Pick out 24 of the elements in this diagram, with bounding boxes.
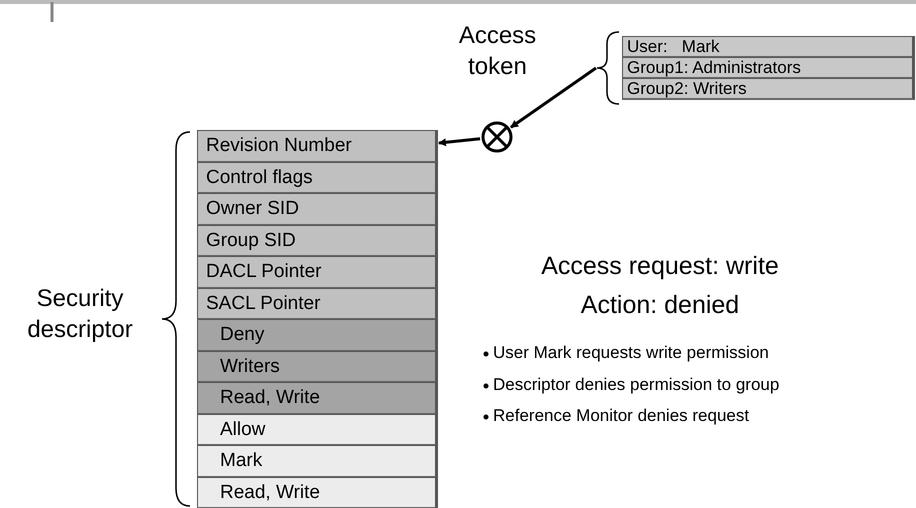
field-row: Control flags: [197, 162, 438, 194]
bullet-item: User Mark requests write permission: [493, 343, 770, 363]
field-row: Read, Write: [197, 382, 438, 414]
field-row: Group1: Administrators: [622, 57, 915, 79]
field-row: Deny: [197, 319, 438, 352]
arrow: [438, 137, 480, 146]
arrow: [510, 66, 597, 129]
field-row: Group SID: [197, 224, 438, 257]
field-row: Group2: Writers: [622, 78, 915, 100]
bullet-item: Descriptor denies permission to group: [493, 375, 780, 395]
status-text: Access request: write: [540, 252, 780, 281]
field-row: DACL Pointer: [197, 256, 438, 288]
field-row: SACL Pointer: [197, 288, 438, 320]
field-row: User: Mark: [622, 36, 915, 58]
bullet-item: Reference Monitor denies request: [493, 406, 750, 426]
field-row: Writers: [197, 350, 438, 383]
field-row: Owner SID: [197, 193, 438, 226]
status-text: Action: denied: [580, 291, 740, 320]
field-row: Revision Number: [197, 130, 438, 162]
node-label: Security descriptor: [26, 284, 134, 346]
field-row: Read, Write: [197, 476, 438, 508]
field-row: Allow: [197, 414, 438, 446]
node-label: Access token: [458, 21, 538, 82]
field-row: Mark: [197, 445, 438, 478]
